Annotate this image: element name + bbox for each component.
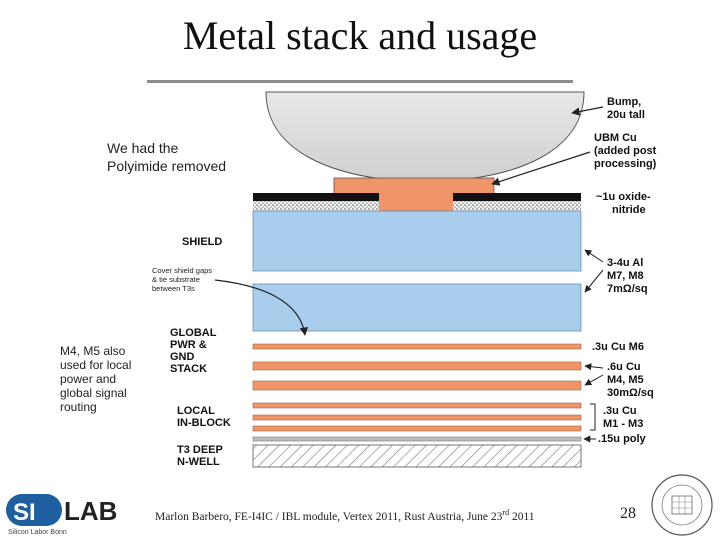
al-arrow-bottom bbox=[584, 269, 604, 293]
bump-arrow bbox=[571, 106, 604, 116]
poly-layer bbox=[252, 436, 582, 442]
m1m3-bracket bbox=[590, 403, 596, 431]
m6-label: .3u Cu M6 bbox=[592, 341, 644, 353]
bump-label: Bump, 20u tall bbox=[607, 96, 645, 121]
copper-m1 bbox=[252, 425, 582, 432]
polyimide-note: We had the Polyimide removed bbox=[107, 140, 226, 174]
local-label: LOCAL IN-BLOCK bbox=[177, 405, 231, 429]
al-arrow-top bbox=[584, 249, 604, 263]
nitride-layer-left bbox=[253, 201, 379, 211]
oxide-label: ~1u oxide- nitride bbox=[596, 191, 654, 216]
m5-arrow bbox=[584, 363, 604, 371]
m4m5-note: M4, M5 also used for local power and glo… bbox=[60, 344, 135, 414]
oxide-layer-left bbox=[253, 193, 379, 201]
al-label: 3-4u Al M7, M8 7mΩ/sq bbox=[607, 257, 648, 295]
shield-aluminum-layer bbox=[252, 210, 582, 272]
aluminum-layer-m7 bbox=[252, 283, 582, 332]
atlas-pixel-seal bbox=[651, 474, 713, 536]
m4m5-label: .6u Cu M4, M5 30mΩ/sq bbox=[607, 361, 654, 399]
nwell-substrate bbox=[252, 444, 582, 468]
poly-label: .15u poly bbox=[598, 433, 647, 445]
t3-label: T3 DEEP N-WELL bbox=[177, 444, 226, 468]
title-underline bbox=[147, 80, 573, 83]
copper-m6 bbox=[252, 343, 582, 350]
page-title: Metal stack and usage bbox=[182, 13, 538, 58]
shield-label: SHIELD bbox=[182, 236, 222, 248]
shield-gaps-note: Cover shield gaps & tie substrate betwee… bbox=[152, 266, 214, 293]
oxide-layer-right bbox=[453, 193, 581, 201]
copper-m2 bbox=[252, 414, 582, 421]
svg-text:Silicon Labor Bonn: Silicon Labor Bonn bbox=[8, 529, 67, 536]
shield-gap-arrow bbox=[214, 279, 309, 336]
ubm-arrow bbox=[491, 151, 591, 186]
ubm-label: UBM Cu (added post processing) bbox=[594, 132, 659, 170]
copper-m3 bbox=[252, 402, 582, 409]
m4-arrow bbox=[584, 374, 604, 386]
silab-logo: SI LAB Silicon Labor Bonn bbox=[6, 494, 117, 536]
copper-m5 bbox=[252, 361, 582, 371]
global-label: GLOBAL PWR & GND STACK bbox=[170, 327, 219, 375]
solder-bump bbox=[265, 91, 585, 183]
svg-text:SI: SI bbox=[13, 499, 36, 526]
footer-text: Marlon Barbero, FE-I4IC / IBL module, Ve… bbox=[155, 508, 535, 523]
nitride-layer-right bbox=[453, 201, 581, 211]
m1m3-label: .3u Cu M1 - M3 bbox=[603, 405, 643, 430]
copper-m4 bbox=[252, 380, 582, 391]
svg-text:LAB: LAB bbox=[64, 496, 117, 526]
page-number: 28 bbox=[620, 505, 636, 522]
